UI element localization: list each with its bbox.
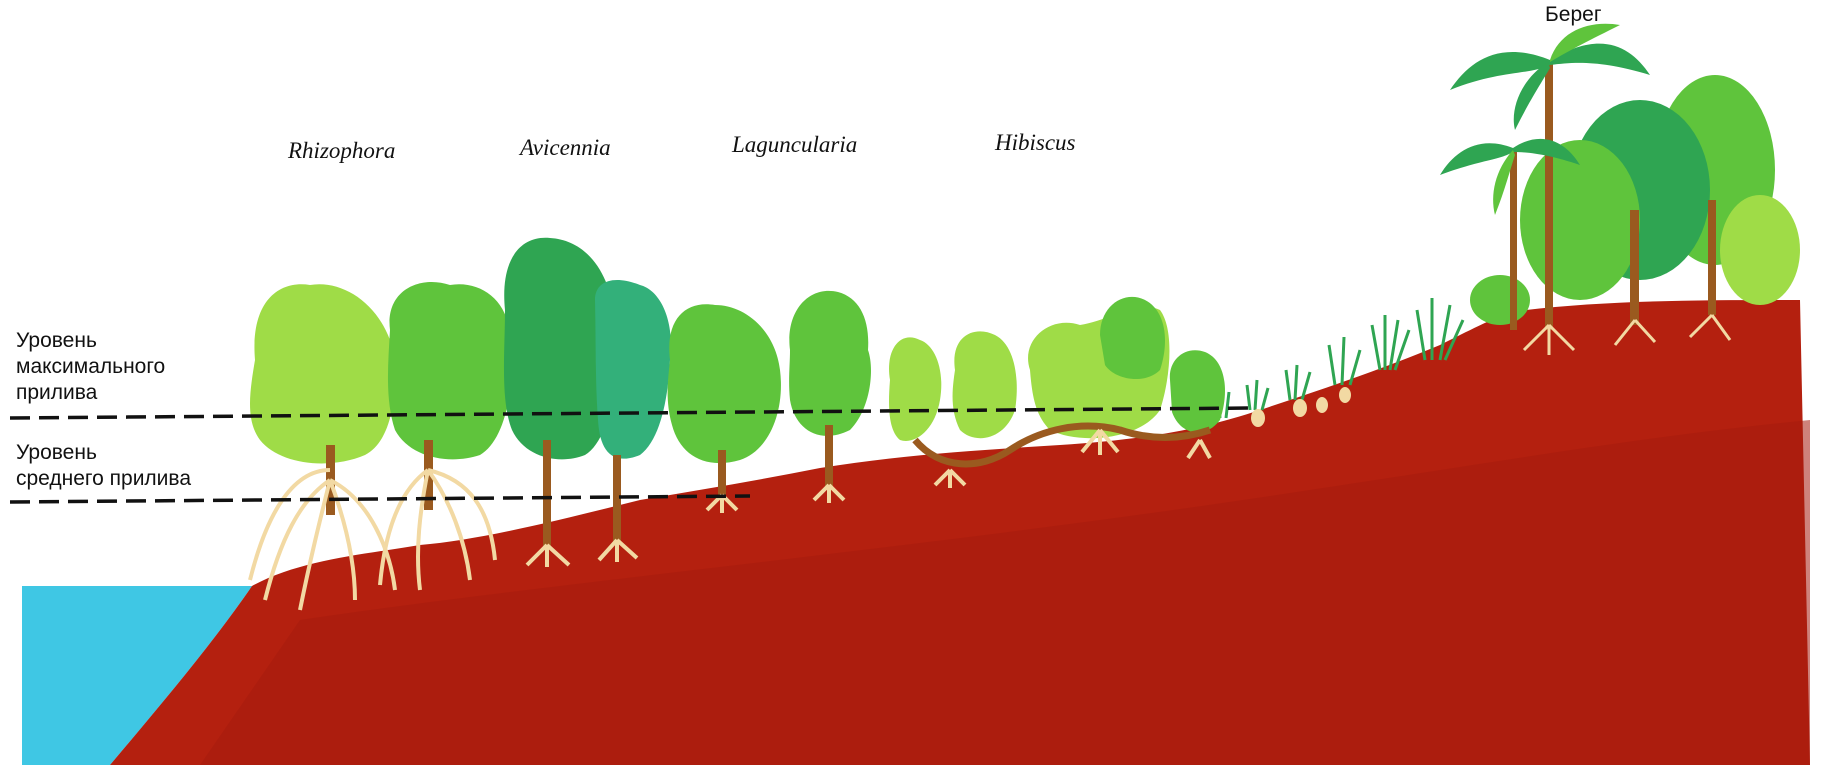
max-tide-label: Уровень максимального прилива (16, 328, 165, 406)
species-label-hibiscus: Hibiscus (995, 130, 1076, 156)
species-label-avicennia: Avicennia (520, 135, 611, 161)
shore-label: Берег (1545, 2, 1601, 28)
mean-tide-label: Уровень среднего прилива (16, 440, 191, 492)
species-label-laguncularia: Laguncularia (732, 132, 857, 158)
species-label-rhizophora: Rhizophora (288, 138, 395, 164)
